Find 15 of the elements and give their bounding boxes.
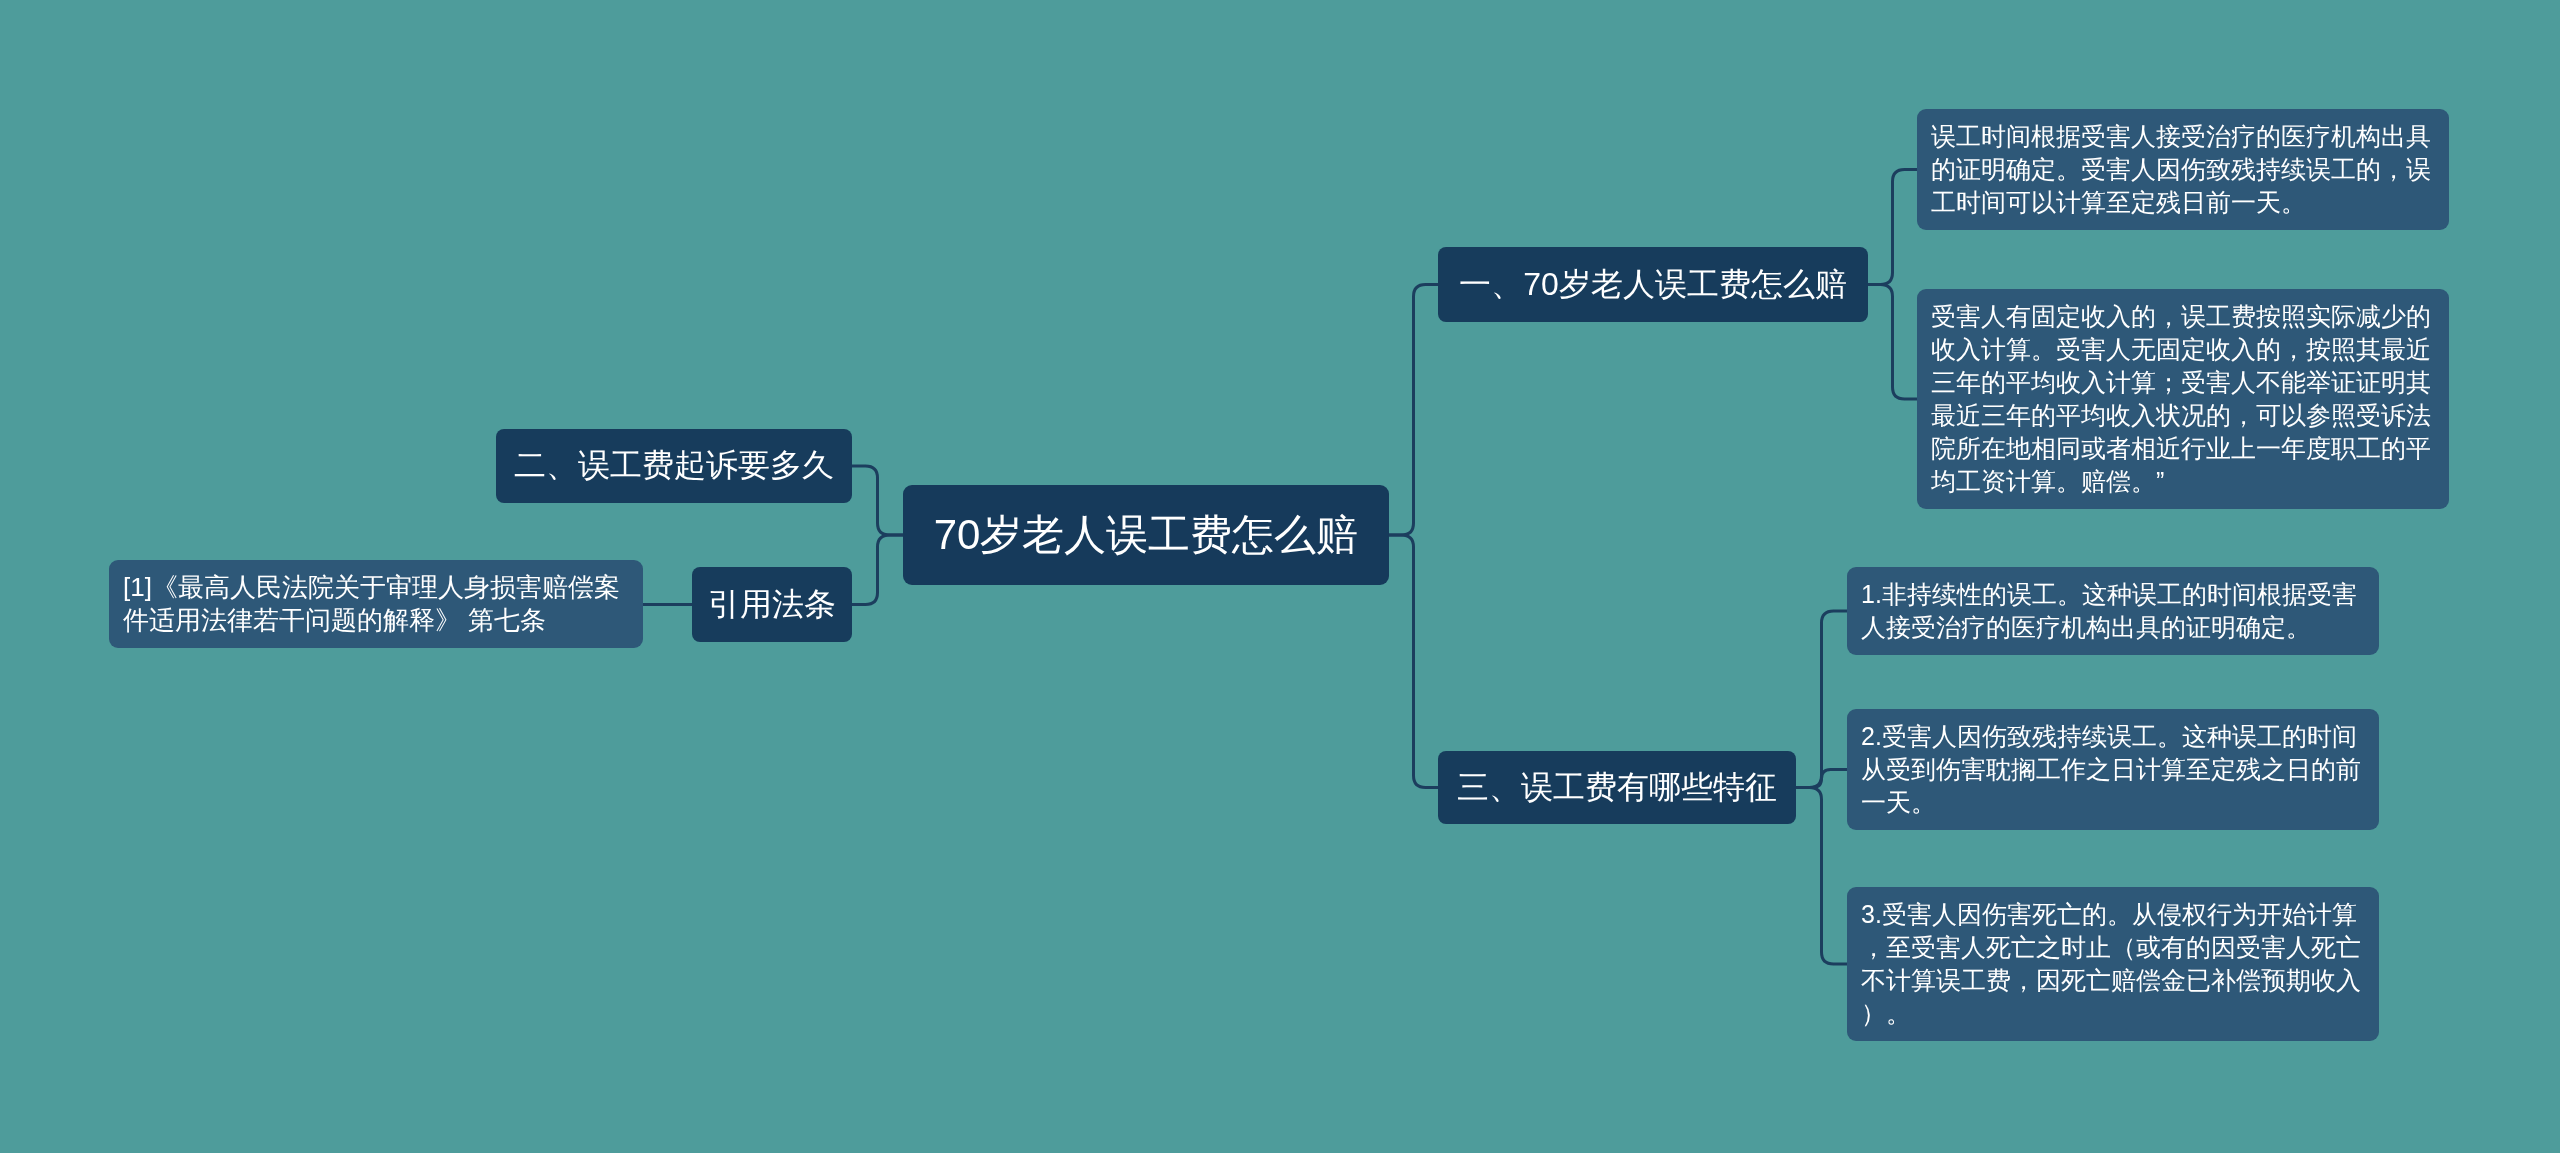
note-box: 受害人有固定收入的，误工费按照实际减少的收入计算。受害人无固定收入的，按照其最近三年的平均收入计算；受害人不能举证证明其最近三年的平均收入状况的，可以参照受诉法院所在地相同或者相近行业上一年度职工的平均工资计算。赔偿。”: [1917, 289, 2449, 509]
note-box: 1.非持续性的误工。这种误工的时间根据受害人接受治疗的医疗机构出具的证明确定。: [1847, 567, 2379, 655]
subtopic-box: 一、70岁老人误工费怎么赔: [1438, 247, 1868, 322]
subtopic-box: 二、误工费起诉要多久: [496, 429, 852, 503]
subtopic-box: 引用法条: [692, 567, 852, 642]
connector-line: [643, 603, 692, 606]
connector-line: [1868, 283, 1917, 401]
connector-line: [1389, 533, 1438, 789]
note-box: 误工时间根据受害人接受治疗的医疗机构出具的证明确定。受害人因伤致残持续误工的，误工时间可以计算至定残日前一天。: [1917, 109, 2449, 230]
central-topic-box: 70岁老人误工费怎么赔: [903, 485, 1389, 585]
subtopic-box: 三、误工费有哪些特征: [1438, 751, 1796, 824]
connector-line: [1796, 786, 1847, 966]
note-box: 2.受害人因伤致残持续误工。这种误工的时间从受到伤害耽搁工作之日计算至定残之日的前一天。: [1847, 709, 2379, 830]
note-box: 3.受害人因伤害死亡的。从侵权行为开始计算，至受害人死亡之时止（或有的因受害人死亡不计算误工费，因死亡赔偿金已补偿预期收入）。: [1847, 887, 2379, 1041]
note-box: [1]《最高人民法院关于审理人身损害赔偿案件适用法律若干问题的解释》 第七条: [109, 560, 643, 648]
